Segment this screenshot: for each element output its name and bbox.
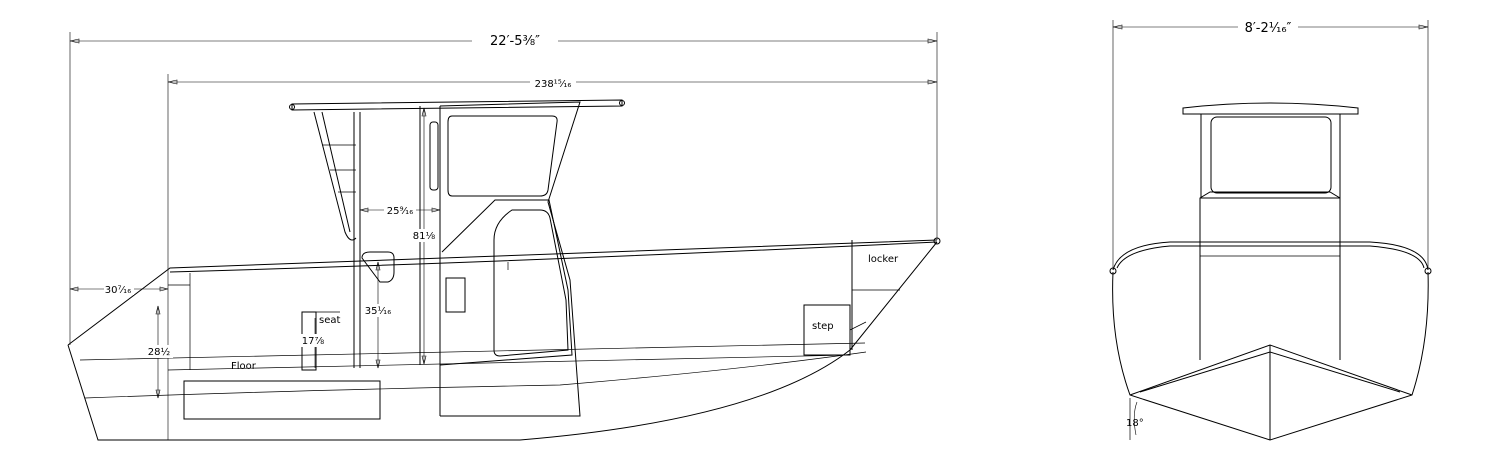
cabin — [419, 101, 581, 417]
step-label: step — [812, 321, 834, 332]
overall-length-dimension: 22′-5⅜″ — [69, 30, 938, 345]
beam-label: 8′-2¹⁄₁₆″ — [1245, 21, 1292, 36]
front-hull — [1109, 240, 1432, 441]
seat-height-label: 17⅞ — [302, 336, 325, 347]
hard-top — [289, 99, 625, 368]
seat-back-height-label: 35¹⁄₁₆ — [365, 306, 391, 317]
cabin-dimensions: 25⁹⁄₁₆ 81⅛ — [359, 107, 441, 365]
front-view: 8′-2¹⁄₁₆″ 18° — [1109, 17, 1432, 441]
front-hard-top — [1182, 102, 1359, 240]
deadrise-dimension: 18° — [1126, 401, 1144, 436]
cabin-height-label: 81⅛ — [413, 231, 436, 242]
seat-label: seat — [319, 315, 340, 326]
floor-label: Floor — [231, 361, 257, 372]
console-seat: seat 17⅞ 35¹⁄₁₆ — [300, 251, 395, 371]
hull-length-dimension: 238¹⁵⁄₁₆ — [167, 74, 938, 440]
hull-outline — [67, 237, 941, 441]
overall-length-label: 22′-5⅜″ — [490, 34, 540, 49]
bow-compartments: locker step — [803, 240, 900, 356]
transom-height-label: 28½ — [148, 346, 171, 358]
locker-label: locker — [868, 254, 899, 265]
side-view: 22′-5⅜″ 238¹⁵⁄₁₆ 30⁷⁄₁₆ — [67, 30, 941, 441]
floor: Floor — [183, 361, 381, 420]
beam-dimension: 8′-2¹⁄₁₆″ — [1112, 17, 1429, 270]
hull-length-label: 238¹⁵⁄₁₆ — [535, 79, 572, 90]
transom-overhang-label: 30⁷⁄₁₆ — [105, 285, 131, 296]
transom-dimensions: 30⁷⁄₁₆ 28½ — [69, 283, 173, 399]
deadrise-label: 18° — [1126, 418, 1144, 429]
cabin-depth-label: 25⁹⁄₁₆ — [387, 206, 413, 217]
